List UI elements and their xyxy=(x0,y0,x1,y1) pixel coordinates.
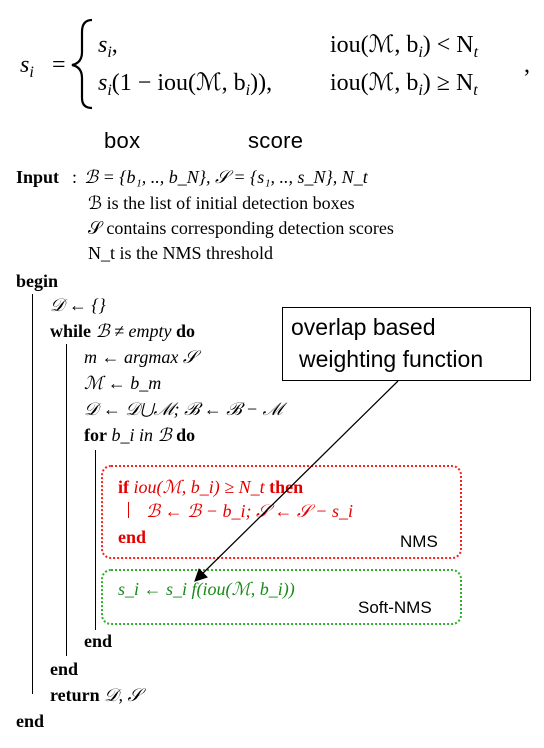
case1-value: si, xyxy=(98,32,118,61)
formula-brace xyxy=(71,18,93,110)
formula-svg: si = si, iou(ℳ, bi) < Nt si(1 − iou(ℳ, b… xyxy=(20,18,530,110)
formula-lhs: si xyxy=(20,52,34,81)
nms-remove-line: ℬ ← ℬ − b_i; 𝒮 ← 𝒮 − s_i xyxy=(146,501,353,521)
algo-return-line: return 𝒟, 𝒮 xyxy=(50,685,142,705)
input-definition: ℬ = {b₁, .., b_N}, 𝒮 = {s₁, .., s_N}, N_… xyxy=(84,167,368,187)
callout-box: overlap based weighting function xyxy=(282,307,531,381)
soft-nms-line: s_i ← s_i f(iou(ℳ, b_i)) xyxy=(118,579,295,599)
algo-update: 𝒟 ← 𝒟⋃ℳ; ℬ ← ℬ − ℳ xyxy=(84,399,283,419)
algo-init: 𝒟 ← {} xyxy=(50,295,106,315)
input-keyword: Input xyxy=(16,167,60,187)
case2-condition: iou(ℳ, bi) ≥ Nt xyxy=(330,70,478,99)
nms-box xyxy=(101,465,462,559)
algo-begin: begin xyxy=(16,271,59,291)
algo-while-line: while ℬ ≠ empty do xyxy=(50,321,196,341)
input-line-threshold: N_t is the NMS threshold xyxy=(88,243,274,263)
case1-condition: iou(ℳ, bi) < Nt xyxy=(330,32,479,61)
label-box: box xyxy=(104,128,141,153)
input-line-scores: 𝒮 contains corresponding detection score… xyxy=(88,218,394,238)
case2-value: si(1 − iou(ℳ, bi)), xyxy=(98,70,272,99)
algo-argmax: m ← argmax 𝒮 xyxy=(84,347,197,367)
nms-inner-rule xyxy=(128,502,129,518)
callout-line-2: weighting function xyxy=(299,346,484,372)
input-colon: : xyxy=(72,167,78,187)
algo-for-line: for b_i in ℬ do xyxy=(84,425,196,445)
while-end-rule xyxy=(66,344,67,656)
callout-line-1: overlap based xyxy=(291,314,436,340)
algo-end-for: end xyxy=(84,631,113,651)
for-end-rule xyxy=(95,450,96,630)
formula-trailing-comma: , xyxy=(524,52,530,78)
nms-label: NMS xyxy=(400,532,438,551)
label-score: score xyxy=(248,128,304,153)
nms-end: end xyxy=(118,527,147,547)
callout-arrow xyxy=(194,380,399,582)
soft-nms-label: Soft-NMS xyxy=(358,598,432,617)
formula-equals: = xyxy=(52,52,66,78)
input-line-boxes: ℬ is the list of initial detection boxes xyxy=(88,193,355,213)
algo-end-while: end xyxy=(50,659,79,679)
algo-end-final: end xyxy=(16,711,45,731)
algo-assign-m: ℳ ← b_m xyxy=(84,373,162,393)
soft-nms-formula: si = si, iou(ℳ, bi) < Nt si(1 − iou(ℳ, b… xyxy=(0,0,544,110)
soft-nms-box xyxy=(101,569,462,625)
begin-end-rule xyxy=(32,294,33,694)
